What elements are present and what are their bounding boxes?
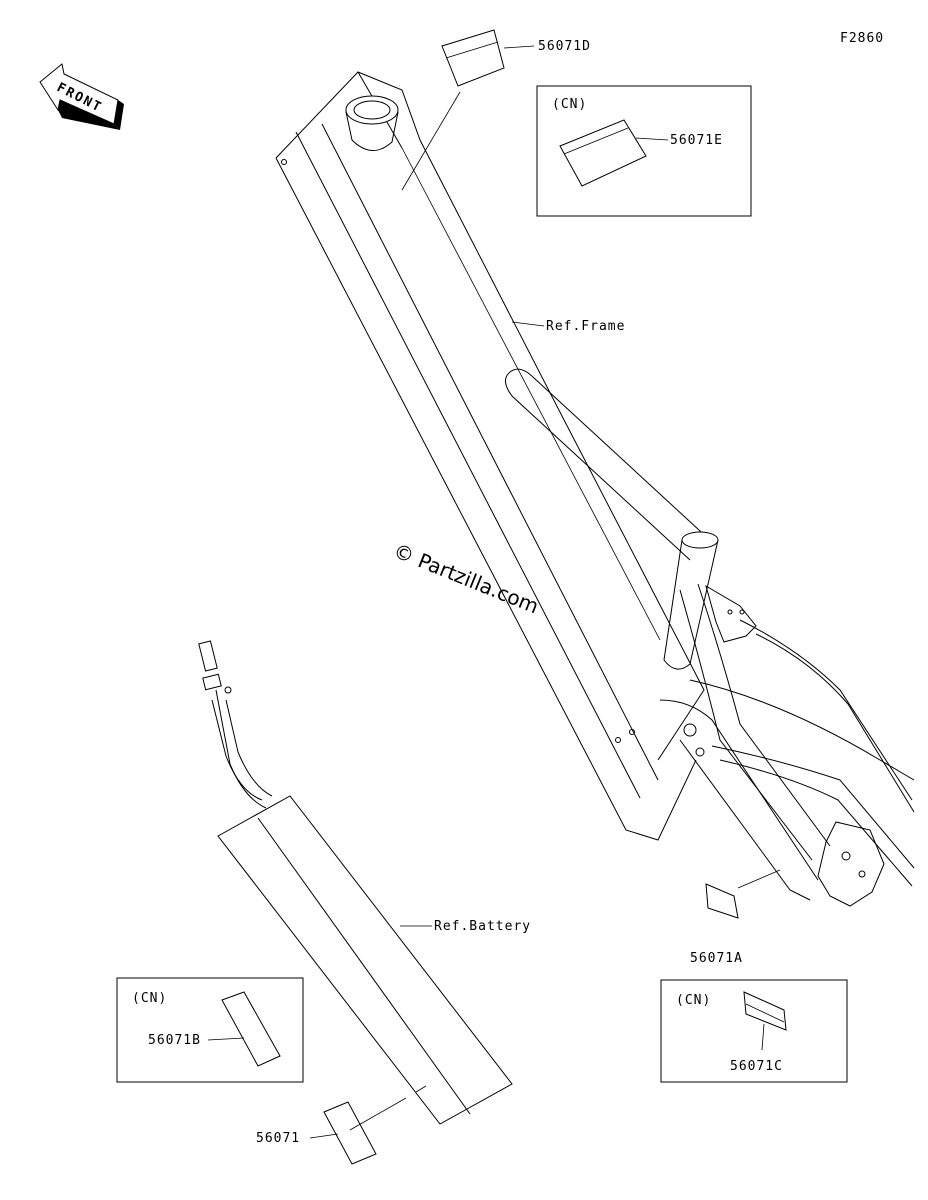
region-tag-56071e: (CN) bbox=[552, 97, 587, 112]
part-56071[interactable]: 56071 bbox=[256, 1131, 300, 1146]
cn-box-56071e bbox=[536, 85, 752, 217]
label-56071a-drawing bbox=[705, 869, 781, 919]
front-arrow-icon: FRONT bbox=[39, 63, 124, 130]
label-56071d-drawing bbox=[401, 29, 535, 191]
region-tag-56071c: (CN) bbox=[676, 993, 711, 1008]
label-56071-drawing bbox=[309, 1085, 427, 1165]
part-56071c[interactable]: 56071C bbox=[730, 1059, 783, 1074]
part-56071b[interactable]: 56071B bbox=[148, 1033, 201, 1048]
label-56071c-drawing bbox=[743, 991, 787, 1051]
cn-box-56071b bbox=[116, 977, 304, 1083]
part-56071e[interactable]: 56071E bbox=[670, 133, 723, 148]
cn-box-56071c bbox=[660, 979, 848, 1083]
part-56071a[interactable]: 56071A bbox=[690, 951, 743, 966]
watermark: © Partzilla.com bbox=[390, 538, 542, 618]
ref-battery-label: Ref.Battery bbox=[434, 919, 531, 934]
label-56071b-drawing bbox=[207, 991, 281, 1067]
battery-drawing bbox=[198, 640, 513, 1125]
figure-id: F2860 bbox=[840, 31, 884, 46]
frame-drawing bbox=[275, 71, 915, 907]
ref-frame-label: Ref.Frame bbox=[546, 319, 625, 334]
part-56071d[interactable]: 56071D bbox=[538, 39, 591, 54]
region-tag-56071b: (CN) bbox=[132, 991, 167, 1006]
label-56071e-drawing bbox=[559, 119, 669, 187]
